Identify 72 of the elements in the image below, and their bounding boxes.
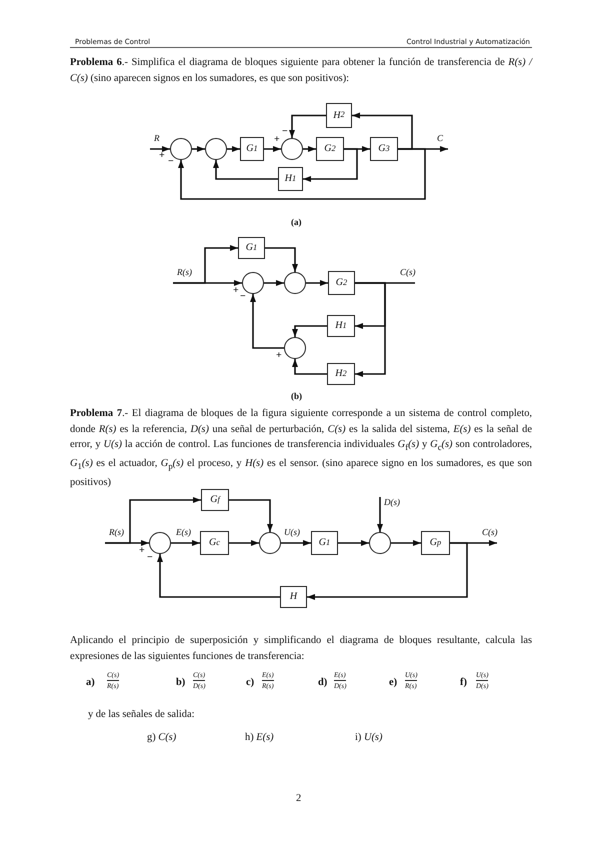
sign-label: − — [147, 553, 153, 563]
signal-label: R(s) — [105, 527, 125, 543]
signal-arrow — [306, 280, 328, 286]
summing-junction — [149, 532, 171, 554]
signal-arrow — [264, 280, 284, 286]
item-label: d) — [318, 676, 328, 690]
problem-text: Problema 6.- Simplifica el diagrama de bloques siguiente para obtener la función de transferencia de R(s) / C(s) (sino aparecen signos en los sumadores, es que son positivos): — [70, 56, 532, 86]
question-text: y de las señales de salida: — [88, 708, 194, 722]
summing-junction — [170, 138, 192, 160]
edge-label: E(s) — [176, 528, 191, 537]
sign-label: − — [168, 157, 174, 167]
signal-arrow — [292, 325, 327, 337]
signal-arrow — [338, 540, 369, 546]
signal-label: R(s) — [173, 267, 195, 283]
signal-arrow — [264, 146, 281, 152]
sign-label: − — [240, 292, 246, 302]
signal-arrow — [355, 282, 386, 377]
signal-label: C(s) — [396, 267, 415, 283]
summing-junction — [205, 138, 227, 160]
signal-arrow — [303, 148, 358, 182]
signal-arrow — [250, 294, 284, 349]
signal-arrow — [292, 359, 327, 375]
item-label: f) — [460, 676, 467, 690]
signal-arrow — [281, 540, 311, 546]
item-label: a) — [86, 676, 95, 690]
signal-arrow — [265, 247, 298, 272]
problem-text: Aplicando el principio de superposición y simplificando el diagrama de bloques resultante, calcula las expresiones de las siguientes funciones de transferencia: — [70, 634, 532, 664]
item-label: c) — [246, 676, 254, 690]
summing-junction — [284, 337, 306, 359]
signal-label: R — [150, 133, 164, 149]
sign-label: + — [233, 286, 239, 296]
signal-arrow — [192, 146, 205, 152]
signal-arrow — [229, 499, 273, 532]
signal-label: C(s) — [478, 527, 497, 543]
question-text: h) E(s) — [245, 731, 274, 745]
figure-caption: (b) — [291, 390, 302, 403]
page-number: 2 — [296, 792, 302, 806]
sign-label: + — [159, 151, 165, 161]
question-text: g) C(s) — [147, 731, 176, 745]
summing-junction — [281, 138, 303, 160]
signal-arrow — [391, 540, 421, 546]
figure-caption: (a) — [291, 216, 302, 229]
signal-arrow — [157, 554, 280, 598]
signal-arrow — [227, 146, 240, 152]
summing-junction — [259, 532, 281, 554]
problem-text: Problema 7.- El diagrama de bloques de la figura siguiente corresponde a un sistema de control completo, donde R(s) es la referencia, D(s) una señal de perturbación, C(s) es la salida del sistema, E(s) es la señal de error, y U(s) la acción de control. Las funciones de transferencia individuales G$_{f}$(s) y G$_{c}$(s) son controladores, G$_{1}$(s) es el actuador, G$_{p}$(s) el proceso, y H(s) es el sensor. (sino aparece signo en los sumadores, es que son positivos) — [70, 407, 532, 490]
signal-arrow — [307, 542, 468, 600]
signal-label: D(s) — [380, 497, 408, 511]
sign-label: + — [274, 135, 280, 145]
sign-label: + — [139, 546, 145, 556]
edge-label: U(s) — [284, 528, 300, 537]
signal-arrow — [173, 280, 242, 286]
signal-arrow — [213, 160, 278, 180]
item-label: b) — [176, 676, 186, 690]
question-text: i) U(s) — [355, 731, 382, 745]
transfer-block: H — [280, 586, 307, 608]
summing-junction — [242, 272, 264, 294]
signal-arrow — [289, 114, 326, 138]
sign-label: − — [282, 127, 288, 137]
signal-arrow — [178, 148, 426, 200]
item-label: e) — [389, 676, 398, 690]
signal-label: C — [433, 133, 448, 149]
sign-label: + — [276, 351, 282, 361]
signal-arrow — [105, 540, 149, 546]
signal-arrow — [352, 112, 413, 150]
signal-arrow — [303, 146, 316, 152]
signal-arrow — [377, 497, 383, 532]
signal-arrow — [150, 146, 170, 152]
signal-arrow — [171, 540, 200, 546]
summing-junction — [284, 272, 306, 294]
summing-junction — [369, 532, 391, 554]
signal-arrow — [229, 540, 259, 546]
